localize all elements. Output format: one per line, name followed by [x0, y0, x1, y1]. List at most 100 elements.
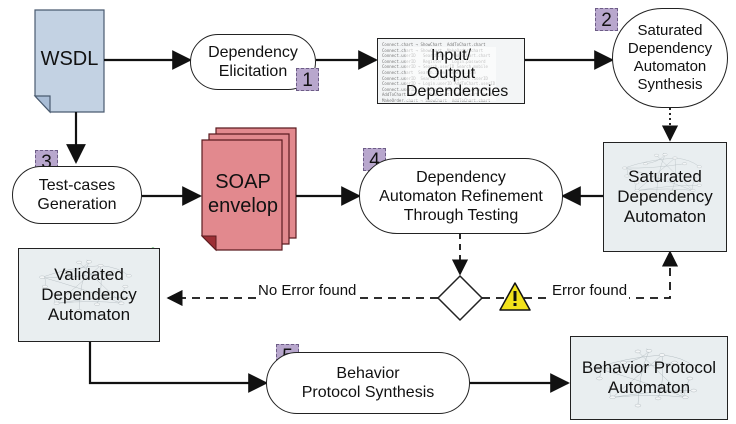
thumbnail-edge	[612, 395, 686, 398]
thumbnail-edge	[42, 277, 122, 304]
thumbnail-state	[634, 349, 642, 354]
soap-line-2: envelop	[207, 195, 279, 217]
thumbnail-state	[645, 349, 653, 353]
thumbnail-edge	[624, 167, 693, 191]
thumbnail-state	[654, 195, 659, 198]
thumbnail-edge	[624, 157, 675, 169]
thumbnail-edge	[612, 354, 663, 398]
thumbnail-state	[643, 162, 648, 165]
thumbnail-edge	[674, 157, 700, 167]
test-cases-node: Test-cases Generation	[12, 166, 142, 224]
saturated-automaton-line-3: Automaton	[623, 207, 707, 226]
edge-validated-to-behavior-synthesis	[88, 342, 268, 393]
thumbnail-edge	[656, 154, 666, 197]
thumbnail-edge	[42, 272, 112, 278]
io-dependencies-line-1: Input/	[406, 47, 496, 65]
error-label: Error found	[550, 282, 630, 299]
refinement-node: Dependency Automaton Refinement Through …	[359, 158, 563, 234]
dependency-elicitation-node: Dependency Elicitation	[190, 34, 316, 90]
soap-envelope-shape	[200, 127, 297, 252]
thumbnail-edge	[56, 265, 101, 304]
thumbnail-state	[620, 360, 627, 365]
thumbnail-state	[596, 376, 603, 381]
thumbnail-edge	[637, 351, 686, 398]
saturated-synthesis-line-3: Automaton	[633, 58, 707, 75]
thumbnail-state	[53, 292, 59, 296]
thumbnail-edge	[656, 155, 694, 191]
refinement-line-2: Automaton Refinement	[379, 187, 543, 205]
thumbnail-state	[86, 260, 92, 264]
warning-icon	[499, 282, 531, 311]
code-line: Connect.chart → ShowChart AddToChart.cha…	[382, 42, 486, 47]
saturated-synthesis-line-4: Synthesis	[637, 76, 703, 93]
thumbnail-state	[690, 189, 696, 192]
wsdl-label: WSDL	[40, 47, 99, 70]
thumbnail-edge	[42, 265, 101, 278]
thumbnail-state	[634, 181, 640, 185]
no-error-label: No Error found	[256, 282, 359, 299]
behavior-synthesis-line-1: Behavior	[336, 365, 400, 382]
saturated-automaton-line-2: Dependency	[617, 187, 713, 206]
thumbnail-state	[634, 189, 640, 192]
thumbnail-state	[669, 190, 675, 193]
thumbnail-state	[593, 366, 600, 370]
dependency-elicitation-line-1: Dependency	[208, 44, 298, 61]
behavior-automaton-line-2: Automaton	[607, 378, 691, 397]
soap-label: SOAP envelop	[204, 164, 282, 224]
thumbnail-state	[655, 396, 662, 401]
thumbnail-edge	[596, 354, 663, 369]
thumbnail-state	[690, 364, 697, 369]
validated-automaton-line-1: Validated	[54, 265, 124, 284]
thumbnail-edge	[636, 157, 676, 191]
behavior-automaton-node: Behavior Protocol Automaton	[570, 336, 728, 420]
thumbnail-state	[672, 156, 678, 160]
refinement-line-3: Through Testing	[403, 206, 519, 224]
automaton-graph-thumbnail	[593, 348, 697, 408]
thumbnail-state	[126, 295, 132, 299]
io-dependencies-node: Connect.chart → ShowChart AddToChart.cha…	[377, 38, 525, 104]
thumbnail-state	[76, 309, 82, 313]
validated-automaton-line-3: Automaton	[47, 305, 131, 324]
thumbnail-state	[53, 301, 60, 305]
thumbnail-state	[76, 260, 82, 264]
thumbnail-state	[690, 388, 697, 393]
step-badge-2: 2	[595, 8, 618, 31]
thumbnail-state	[609, 385, 616, 389]
io-dependencies-line-2: Output	[406, 65, 496, 83]
thumbnail-edge	[661, 354, 694, 367]
thumbnail-state	[682, 162, 687, 165]
thumbnail-state	[609, 395, 616, 399]
thumbnail-state	[94, 302, 100, 306]
thumbnail-edge	[624, 163, 685, 169]
saturated-synthesis-line-2: Dependency	[627, 40, 713, 57]
saturated-synthesis-node: Saturated Dependency Automaton Synthesis	[612, 8, 728, 108]
behavior-synthesis-line-2: Protocol Synthesis	[301, 384, 435, 401]
thumbnail-state	[696, 165, 702, 169]
thumbnail-state	[658, 353, 666, 357]
dependency-elicitation-line-2: Elicitation	[218, 63, 288, 80]
thumbnail-state	[682, 395, 689, 399]
thumbnail-edge	[596, 367, 686, 398]
thumbnail-state	[63, 270, 70, 274]
refinement-line-1: Dependency	[416, 168, 506, 186]
test-cases-line-1: Test-cases	[38, 177, 116, 194]
validated-automaton-node: Validated Dependency Automaton	[18, 248, 160, 342]
thumbnail-edge	[596, 362, 675, 369]
thumbnail-state	[662, 153, 668, 156]
thumbnail-edge	[79, 262, 122, 304]
thumbnail-edge	[637, 185, 700, 191]
decision-diamond	[436, 274, 484, 322]
automaton-graph-thumbnail	[39, 259, 132, 313]
saturated-automaton-line-1: Saturated	[628, 167, 702, 186]
step-badge-1: 1	[296, 68, 319, 91]
behavior-automaton-line-1: Behavior Protocol	[581, 358, 717, 377]
saturated-automaton-node: Saturated Dependency Automaton	[603, 142, 727, 252]
thumbnail-state	[126, 274, 132, 278]
thumbnail-state	[122, 285, 129, 288]
io-dependencies-line-3: Dependencies	[406, 83, 509, 101]
thumbnail-state	[42, 285, 48, 288]
thumbnail-state	[671, 360, 678, 365]
thumbnail-state	[118, 301, 125, 305]
thumbnail-edge	[637, 350, 650, 406]
